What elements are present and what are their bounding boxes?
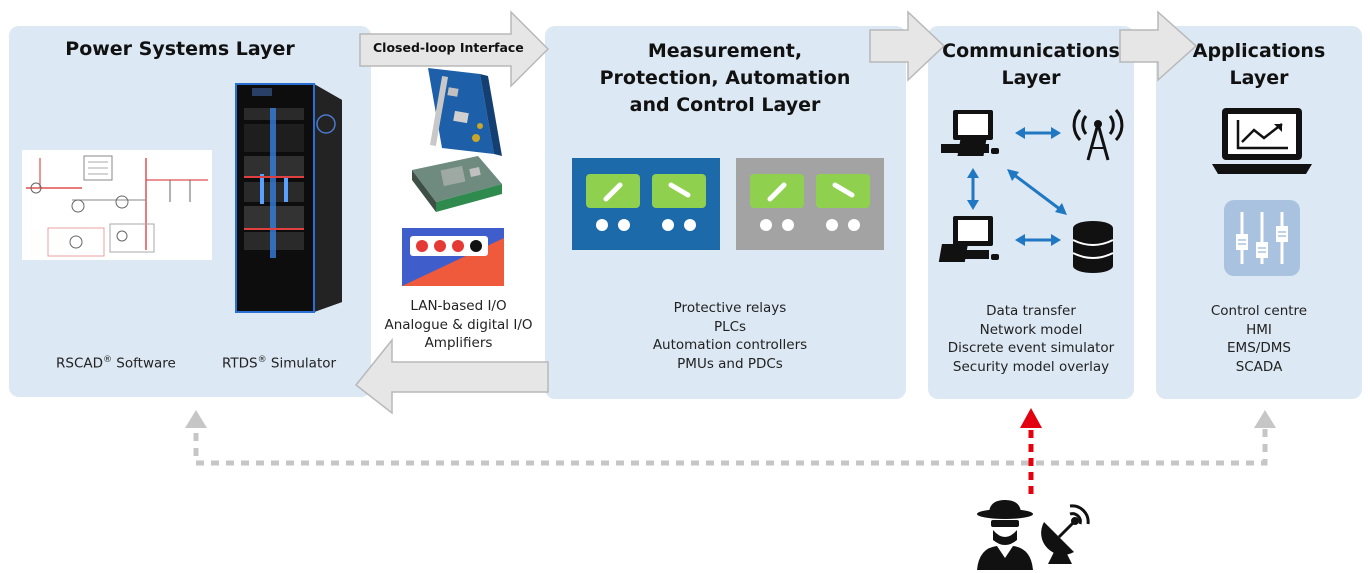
- applications-item: SCADA: [1235, 358, 1283, 375]
- relay-icon-grey: [736, 158, 884, 250]
- attack-arrowhead: [1020, 408, 1042, 428]
- applications-list: Control centre HMI EMS/DMS SCADA: [1161, 302, 1357, 376]
- computer-icon: [938, 216, 999, 262]
- communications-list: Data transfer Network model Discrete eve…: [933, 302, 1129, 376]
- hacker-icon: [977, 500, 1033, 570]
- interface-item: Analogue & digital I/O: [384, 316, 533, 333]
- measurement-item: Protective relays: [673, 300, 787, 316]
- database-icon: [1072, 221, 1114, 273]
- measurement-title: Measurement, Protection, Automation and …: [599, 40, 851, 116]
- interface-list: LAN-based I/O Analogue & digital I/O Amp…: [376, 297, 541, 353]
- rtds-simulator-label: RTDS® Simulator: [222, 355, 337, 372]
- rack-simulator-icon: [235, 83, 342, 313]
- power-systems-title: Power Systems Layer: [65, 38, 295, 60]
- applications-item: Control centre: [1210, 303, 1308, 319]
- feedback-arrowhead-left: [185, 410, 207, 428]
- schematic-icon: [22, 150, 212, 260]
- closed-loop-forward-arrow: [359, 10, 550, 88]
- measurement-item: PLCs: [713, 318, 747, 335]
- communications-item: Data transfer: [986, 303, 1076, 319]
- computer-icon: [941, 110, 999, 156]
- closed-loop-interface-label: Closed-loop Interface: [373, 40, 524, 55]
- io-card-icon: [428, 68, 502, 156]
- sliders-icon: [1224, 200, 1300, 276]
- laptop-chart-icon: [1212, 108, 1312, 174]
- applications-title: Applications Layer: [1192, 40, 1326, 89]
- link-arrows: [967, 127, 1067, 246]
- feedback-arrowhead-right: [1254, 410, 1276, 428]
- comms-to-applications-arrow: [1119, 10, 1198, 82]
- amplifier-card-icon: [412, 156, 502, 212]
- measurement-item: Automation controllers: [652, 337, 808, 353]
- applications-item: EMS/DMS: [1227, 340, 1291, 356]
- measurement-item: PMUs and PDCs: [677, 355, 783, 372]
- closed-loop-return-arrow: [354, 337, 549, 415]
- interface-item: Amplifiers: [424, 335, 493, 351]
- relay-icon-blue: [572, 158, 720, 250]
- communications-item: Security model overlay: [952, 358, 1110, 375]
- amplifier-icon: [402, 228, 504, 286]
- communications-item: Discrete event simulator: [947, 340, 1115, 356]
- communications-title: Communications Layer: [942, 40, 1120, 89]
- interface-item: LAN-based I/O: [410, 298, 507, 314]
- applications-item: HMI: [1246, 321, 1272, 338]
- feedback-loop-line: [193, 418, 1268, 466]
- communications-network-diagram: [938, 108, 1124, 273]
- measurement-list: Protective relays PLCs Automation contro…: [600, 299, 860, 373]
- rscad-software-label: RSCAD® Software: [56, 355, 176, 372]
- satellite-dish-icon: [1041, 504, 1090, 564]
- antenna-icon: [1072, 108, 1124, 161]
- communications-item: Network model: [979, 321, 1083, 338]
- measurement-to-comms-arrow: [869, 10, 946, 82]
- communications-panel: [928, 26, 1134, 399]
